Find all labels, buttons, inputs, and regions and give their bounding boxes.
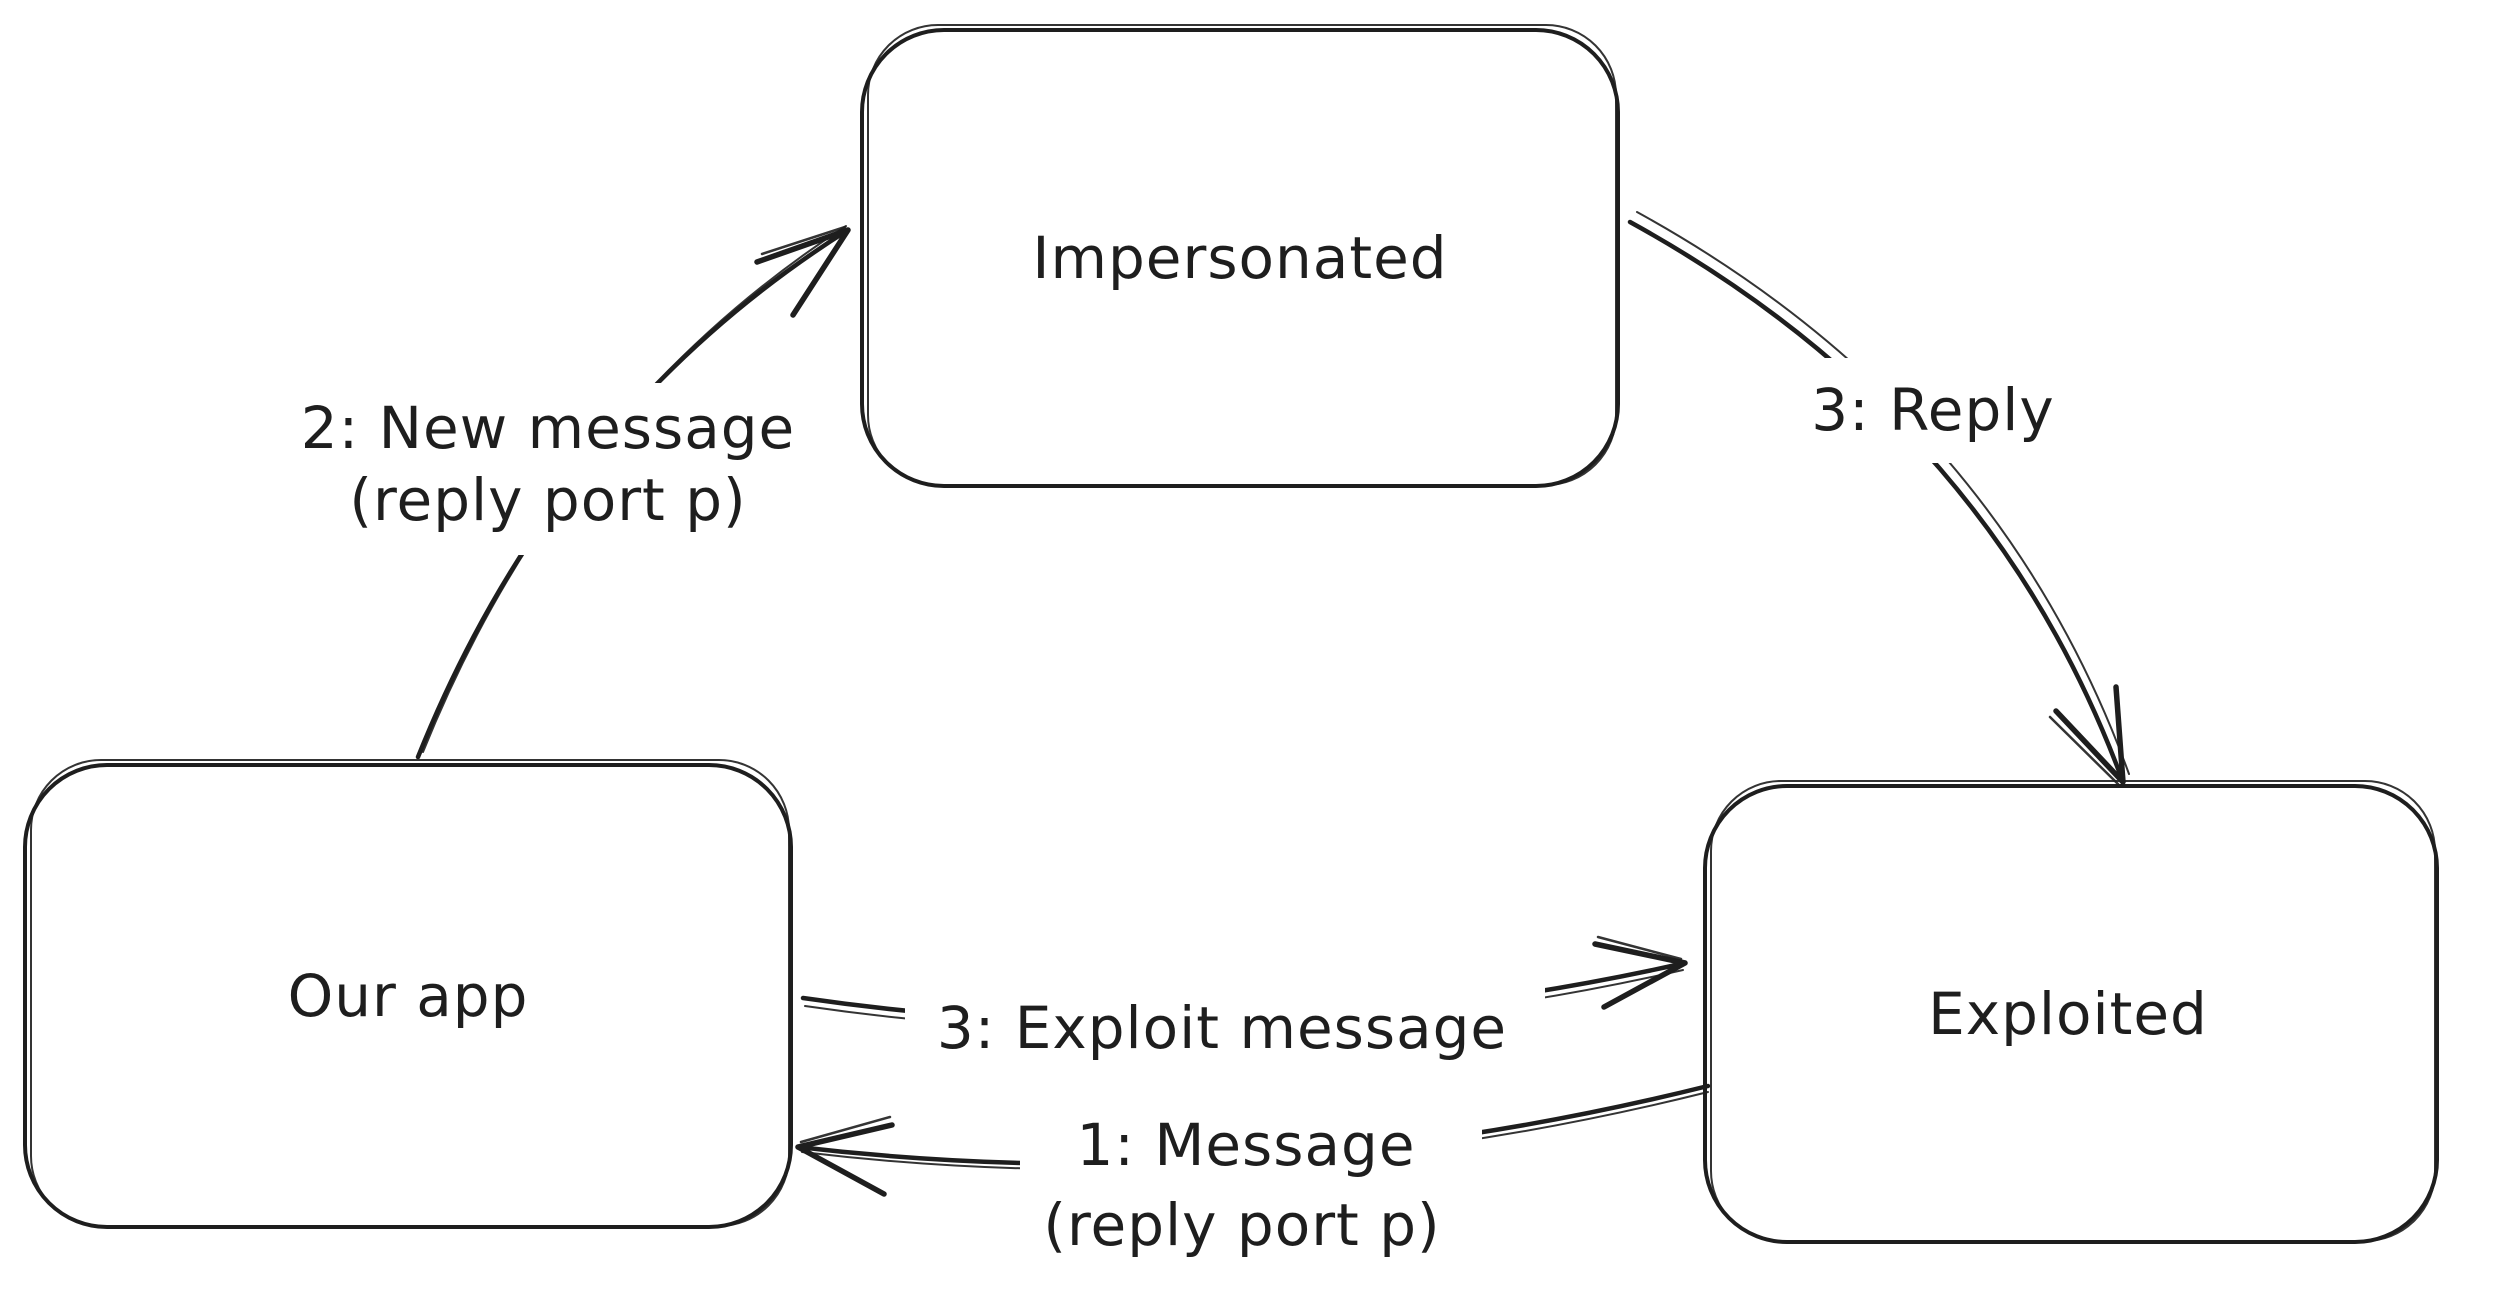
node-exploited[interactable] <box>1703 780 2439 1244</box>
node-our-app[interactable] <box>23 759 793 1229</box>
arrowhead-exploit-message <box>1592 935 1688 1010</box>
node-shape <box>23 763 793 1229</box>
edge-shaft-echo <box>1636 211 2130 775</box>
edge-reply[interactable] <box>1627 211 2130 785</box>
node-label-impersonated: Impersonated <box>1032 224 1447 292</box>
edge-label-mask <box>905 980 1545 1068</box>
edge-label-reply: 3: Reply <box>1811 376 2055 444</box>
edge-label-new-message-line1: 2: New message <box>301 394 795 462</box>
edge-label-message-line2: (reply port p) <box>1043 1191 1440 1259</box>
edge-label-new-message-line2: (reply port p) <box>349 466 746 534</box>
node-shape <box>1703 784 2439 1244</box>
node-shape <box>860 28 1620 488</box>
edge-label-message-line1: 1: Message <box>1076 1111 1415 1179</box>
edge-label-mask <box>1790 358 2082 463</box>
arrowhead-reply <box>2048 684 2126 786</box>
node-label-exploited: Exploited <box>1928 980 2208 1048</box>
node-impersonated[interactable] <box>860 24 1620 488</box>
node-label-our-app: Our app <box>288 962 529 1030</box>
arrowhead-new-message <box>754 225 851 318</box>
edge-shaft <box>1627 219 2126 785</box>
arrowhead-message <box>795 1115 895 1197</box>
edge-label-mask <box>280 383 805 555</box>
edge-label-exploit-message: 3: Exploit message <box>937 994 1507 1062</box>
edge-label-mask <box>1020 1088 1482 1280</box>
